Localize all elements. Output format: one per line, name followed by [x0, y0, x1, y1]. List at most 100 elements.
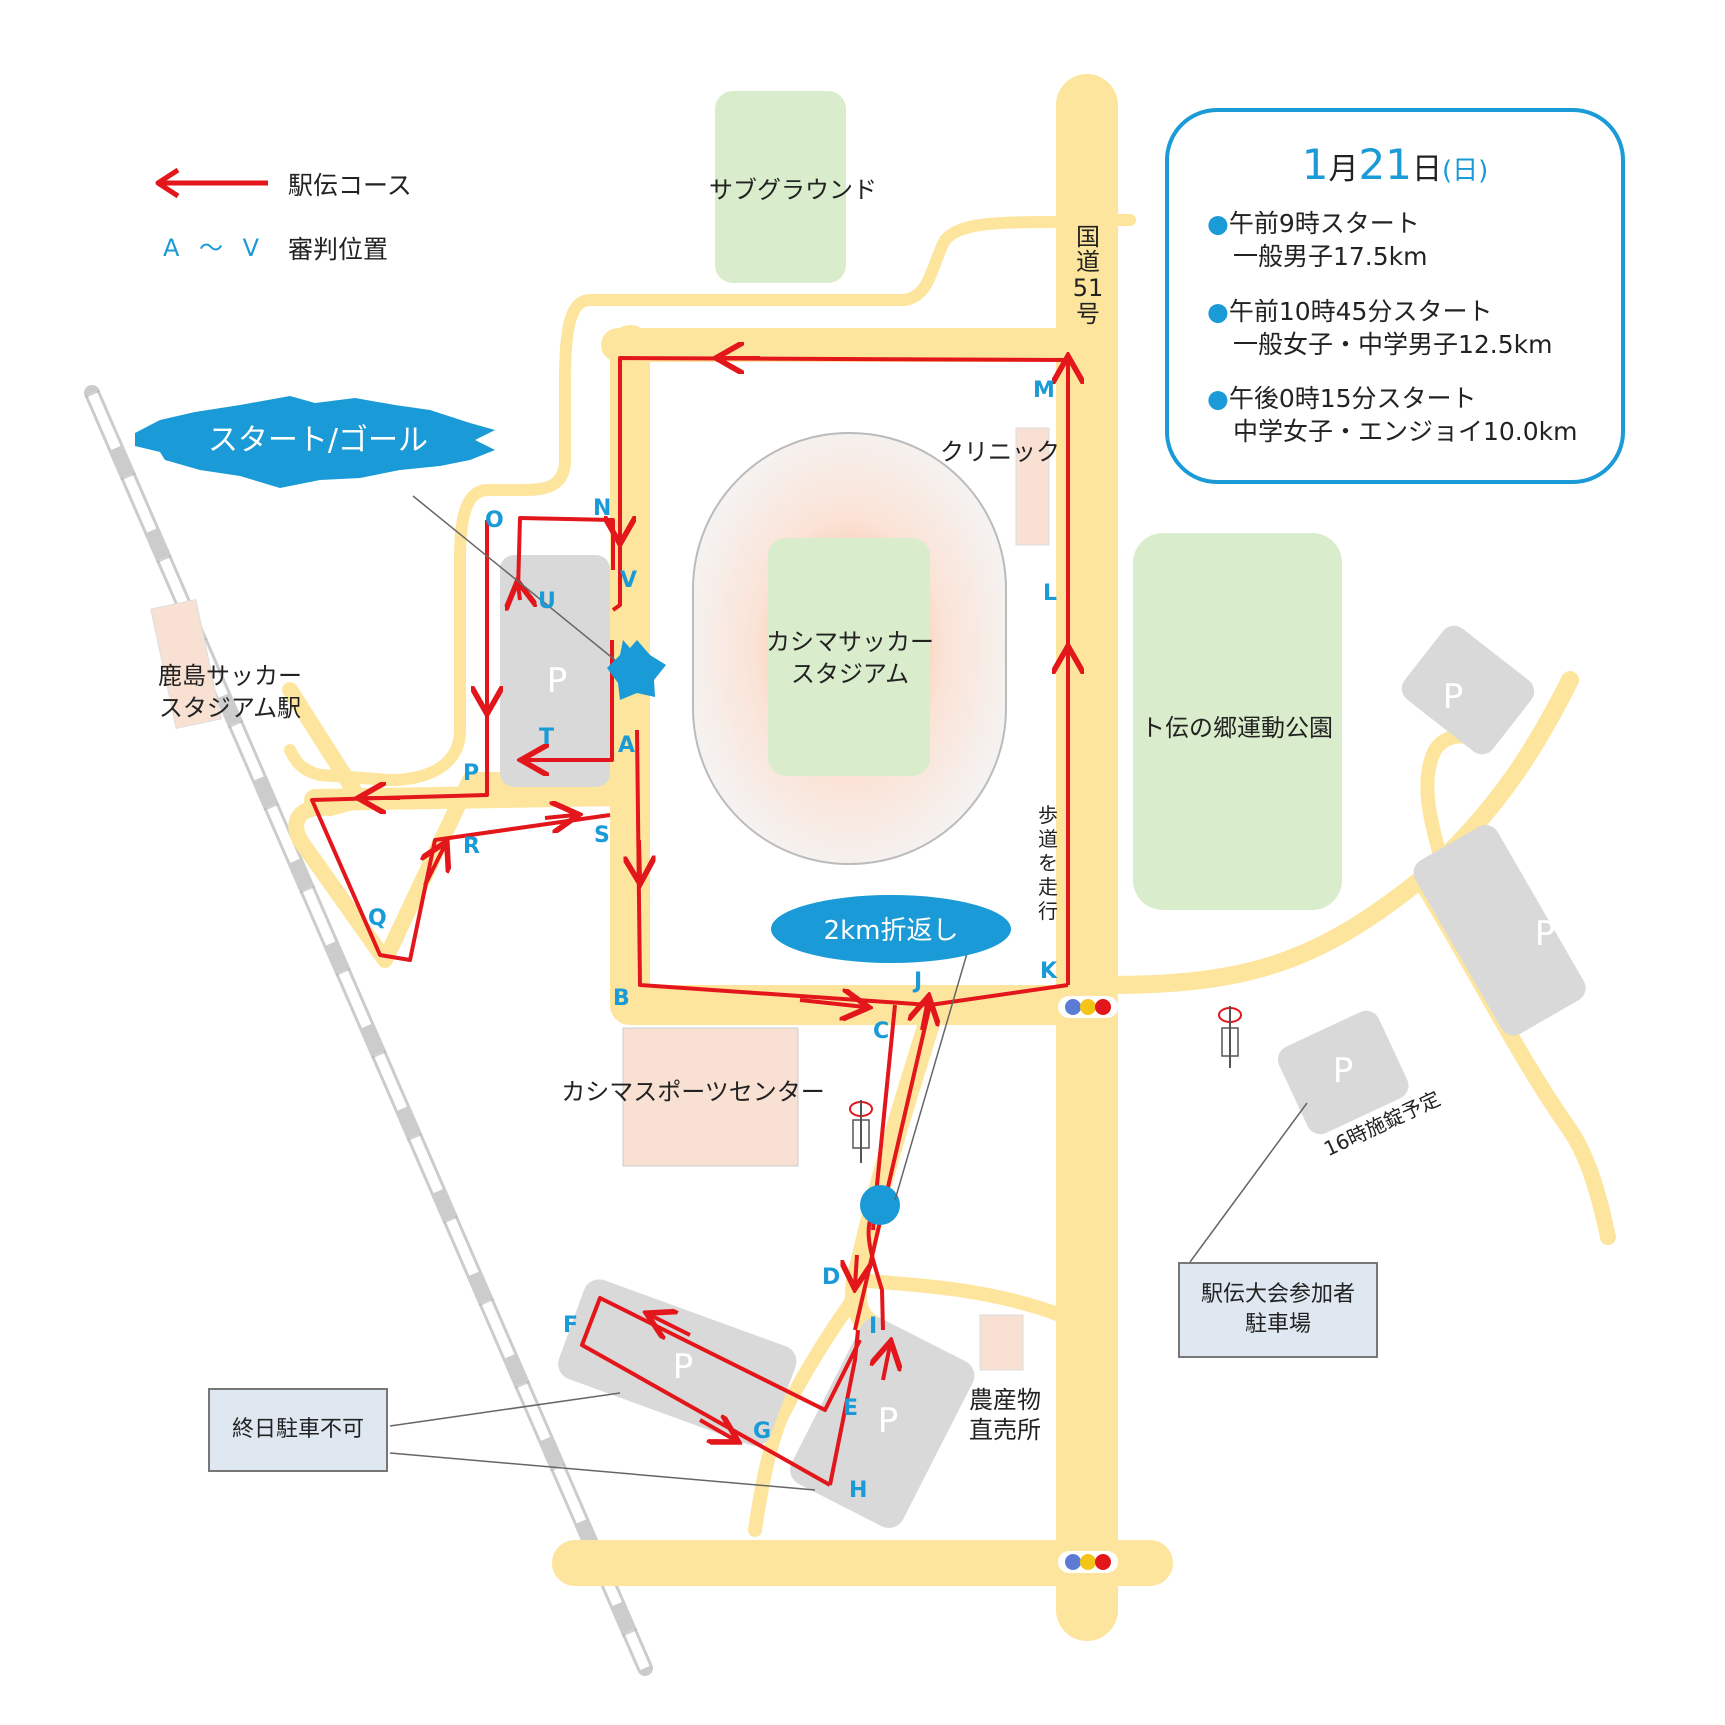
judge-point-n: N — [593, 496, 611, 521]
parking-lot-stadium — [500, 555, 610, 787]
parking-lot-f — [558, 1279, 797, 1446]
judge-point-e: E — [843, 1396, 858, 1421]
route-51-label: 国 — [1076, 223, 1100, 251]
judge-point-j: J — [912, 969, 922, 994]
traffic-light-icon — [1058, 996, 1118, 1018]
no-parking-note: 終日駐車不可 — [208, 1388, 388, 1472]
station-label: 鹿島サッカー — [158, 662, 302, 690]
judge-point-s: S — [594, 823, 610, 848]
clinic-label: クリニック — [940, 438, 1060, 466]
participant-parking-label: 駐車場 — [1244, 1312, 1311, 1337]
date-day: 21 — [1358, 140, 1412, 189]
judge-point-g: G — [753, 1419, 771, 1444]
parking-mark: P — [1333, 1051, 1354, 1091]
ekiden-course — [310, 358, 1068, 1487]
turnaround-label: 2km折返し — [824, 916, 959, 946]
start-goal-callout: スタート/ゴール — [135, 396, 495, 488]
judge-points: A B C D E F G H I J K L M N O P Q R S T … — [368, 378, 1058, 1503]
race-start-time: 午前9時スタート — [1228, 209, 1420, 238]
race-category: 一般女子・中学男子12.5km — [1233, 330, 1553, 359]
route-51-label: 号 — [1076, 300, 1100, 328]
parking-lot-ne — [1401, 625, 1535, 755]
sidewalk-label: 行 — [1038, 899, 1058, 923]
judge-point-u: U — [538, 589, 556, 614]
sports-center-building — [622, 1027, 799, 1167]
farm-market-label: 農産物 — [969, 1386, 1041, 1414]
farm-market-label: 直売所 — [969, 1416, 1041, 1444]
judge-point-f: F — [563, 1313, 578, 1338]
race-date: 1月21日(日) — [1169, 140, 1621, 189]
parking-lots: P P P P P P — [500, 555, 1586, 1528]
sidewalk-label: 歩 — [1038, 803, 1058, 827]
judge-point-a: A — [618, 733, 635, 758]
race-item: ●午前10時45分スタート 一般女子・中学男子12.5km — [1207, 297, 1553, 359]
judge-point-o: O — [485, 508, 504, 533]
stadium — [692, 432, 1007, 865]
legend-course-arrow-icon — [155, 167, 268, 199]
no-parking-label: 終日駐車不可 — [231, 1417, 364, 1442]
judge-point-p: P — [463, 761, 479, 786]
legend-judge-label: 審判位置 — [288, 235, 389, 264]
sidewalk-label: を — [1038, 851, 1058, 875]
parking-mark: P — [547, 661, 568, 701]
parking-lot-participants — [1277, 1010, 1409, 1135]
stadium-label: カシマサッカー — [766, 628, 934, 656]
bus-stop-icon — [1218, 1006, 1242, 1068]
judge-point-c: C — [873, 1019, 889, 1044]
leader-lines — [389, 495, 1308, 1491]
judge-point-b: B — [613, 986, 630, 1011]
participant-parking-note: 駅伝大会参加者 駐車場 — [1178, 1262, 1378, 1358]
race-start-time: 午前10時45分スタート — [1228, 297, 1493, 326]
parking-lot-e — [1413, 825, 1586, 1036]
participant-parking-label: 駅伝大会参加者 — [1200, 1282, 1355, 1307]
race-schedule-box: 1月21日(日) ●午前9時スタート 一般男子17.5km ●午前10時45分ス… — [1165, 108, 1625, 484]
judge-point-d: D — [822, 1265, 840, 1290]
start-star-icon — [607, 640, 666, 700]
start-goal-label: スタート/ゴール — [208, 423, 428, 458]
station-building — [150, 598, 222, 730]
date-month: 1 — [1301, 140, 1329, 189]
park-area — [1133, 533, 1342, 910]
park-label: ト伝の郷運動公園 — [1141, 714, 1333, 742]
judge-point-m: M — [1033, 378, 1055, 403]
date-day-unit: 日 — [1411, 152, 1442, 187]
judge-point-k: K — [1040, 959, 1058, 984]
farm-market-building — [979, 1314, 1024, 1371]
parking-mark: P — [673, 1347, 694, 1387]
judge-point-v: V — [620, 568, 637, 593]
sidewalk-label: 走 — [1038, 875, 1058, 899]
bus-stop-icon — [849, 1100, 873, 1163]
traffic-light-icon — [1058, 1551, 1118, 1573]
station-label: スタジアム駅 — [159, 694, 301, 722]
turnaround-callout: 2km折返し — [771, 895, 1011, 963]
legend-course-label: 駅伝コース — [288, 171, 412, 200]
parking-mark: P — [878, 1401, 899, 1441]
judge-point-t: T — [539, 725, 554, 750]
clinic-building — [1015, 427, 1050, 546]
sub-ground-label: サブグラウンド — [709, 176, 877, 204]
judge-point-h: H — [849, 1478, 867, 1503]
stadium-label: スタジアム — [791, 660, 909, 688]
route-51-label: 51 — [1073, 274, 1104, 302]
date-weekday: (日) — [1441, 156, 1489, 186]
race-item: ●午後0時15分スタート 中学女子・エンジョイ10.0km — [1207, 384, 1578, 446]
race-start-time: 午後0時15分スタート — [1228, 384, 1477, 413]
sub-ground-area — [715, 91, 846, 283]
legend-judge-range: A ～ V — [163, 234, 266, 262]
date-month-unit: 月 — [1328, 152, 1359, 187]
turnaround-point-icon — [860, 1185, 900, 1225]
judge-point-r: R — [463, 834, 480, 859]
race-item: ●午前9時スタート 一般男子17.5km — [1207, 209, 1428, 271]
race-category: 中学女子・エンジョイ10.0km — [1233, 417, 1578, 446]
parking-mark: P — [1443, 677, 1464, 717]
judge-point-q: Q — [368, 906, 387, 931]
race-category: 一般男子17.5km — [1233, 242, 1428, 271]
parking-lot-h — [790, 1317, 975, 1528]
judge-point-i: I — [869, 1314, 877, 1339]
route-51-label: 道 — [1076, 248, 1100, 276]
sports-center-label: カシマスポーツセンター — [561, 1078, 825, 1106]
parking-mark: P — [1535, 914, 1556, 954]
judge-point-l: L — [1043, 581, 1057, 606]
sidewalk-label: 道 — [1038, 827, 1058, 851]
